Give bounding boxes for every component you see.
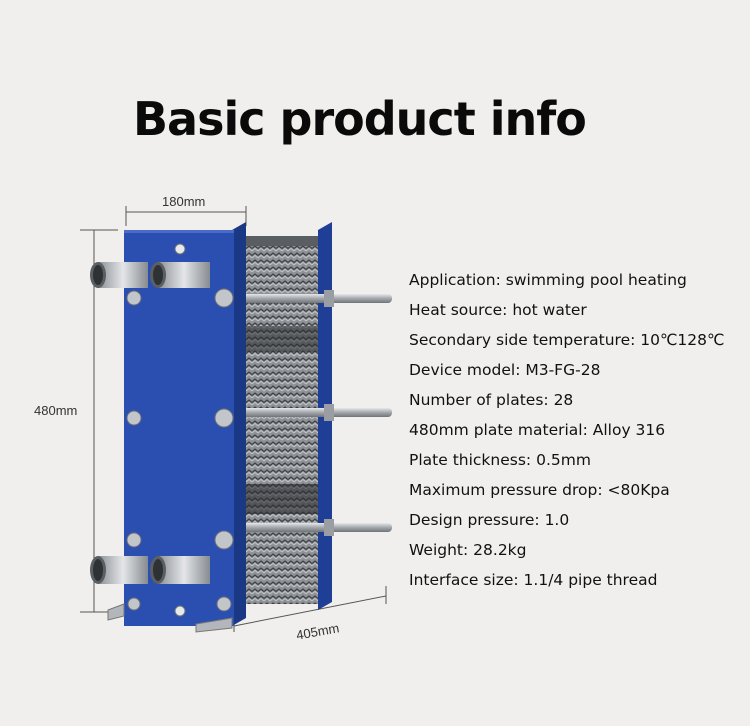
spec-item: Weight: 28.2kg [409, 538, 724, 568]
spec-list: Application: swimming pool heating Heat … [409, 268, 724, 598]
page-title: Basic product info [133, 92, 587, 146]
spec-value: 1.1/4 pipe thread [523, 571, 658, 589]
spec-value: 10℃128℃ [640, 331, 725, 349]
spec-label: Plate thickness: [409, 451, 532, 469]
spec-value: Alloy 316 [592, 421, 666, 439]
width-dimension-label: 180mm [162, 194, 206, 209]
spec-item: Number of plates: 28 [409, 388, 724, 418]
plate-pack [244, 236, 322, 604]
spec-value: <80Kpa [607, 481, 670, 499]
support-feet [107, 603, 233, 633]
spec-label: 480mm plate material: [409, 421, 588, 439]
spec-label: Device model: [409, 361, 521, 379]
spec-label: Secondary side temperature: [409, 331, 636, 349]
spec-item: Device model: M3-FG-28 [409, 358, 724, 388]
spec-item: 480mm plate material: Alloy 316 [409, 418, 724, 448]
spec-label: Weight: [409, 541, 469, 559]
spec-item: Heat source: hot water [409, 298, 724, 328]
spec-value: M3-FG-28 [525, 361, 601, 379]
bolts [126, 243, 234, 617]
spec-label: Number of plates: [409, 391, 549, 409]
spec-value: 0.5mm [536, 451, 591, 469]
spec-label: Design pressure: [409, 511, 540, 529]
tie-rods [236, 290, 392, 536]
spec-item: Secondary side temperature: 10℃128℃ [409, 328, 724, 358]
spec-item: Plate thickness: 0.5mm [409, 448, 724, 478]
spec-value: 1.0 [544, 511, 570, 529]
spec-value: 28 [553, 391, 574, 409]
spec-value: hot water [512, 301, 587, 319]
spec-label: Maximum pressure drop: [409, 481, 603, 499]
spec-label: Heat source: [409, 301, 508, 319]
height-dimension-label: 480mm [34, 403, 78, 418]
spec-item: Design pressure: 1.0 [409, 508, 724, 538]
spec-label: Interface size: [409, 571, 519, 589]
spec-item: Interface size: 1.1/4 pipe thread [409, 568, 724, 598]
spec-value: swimming pool heating [505, 271, 687, 289]
spec-item: Maximum pressure drop: <80Kpa [409, 478, 724, 508]
spec-item: Application: swimming pool heating [409, 268, 724, 298]
spec-label: Application: [409, 271, 501, 289]
spec-value: 28.2kg [473, 541, 527, 559]
pipe-nozzles [90, 262, 210, 584]
